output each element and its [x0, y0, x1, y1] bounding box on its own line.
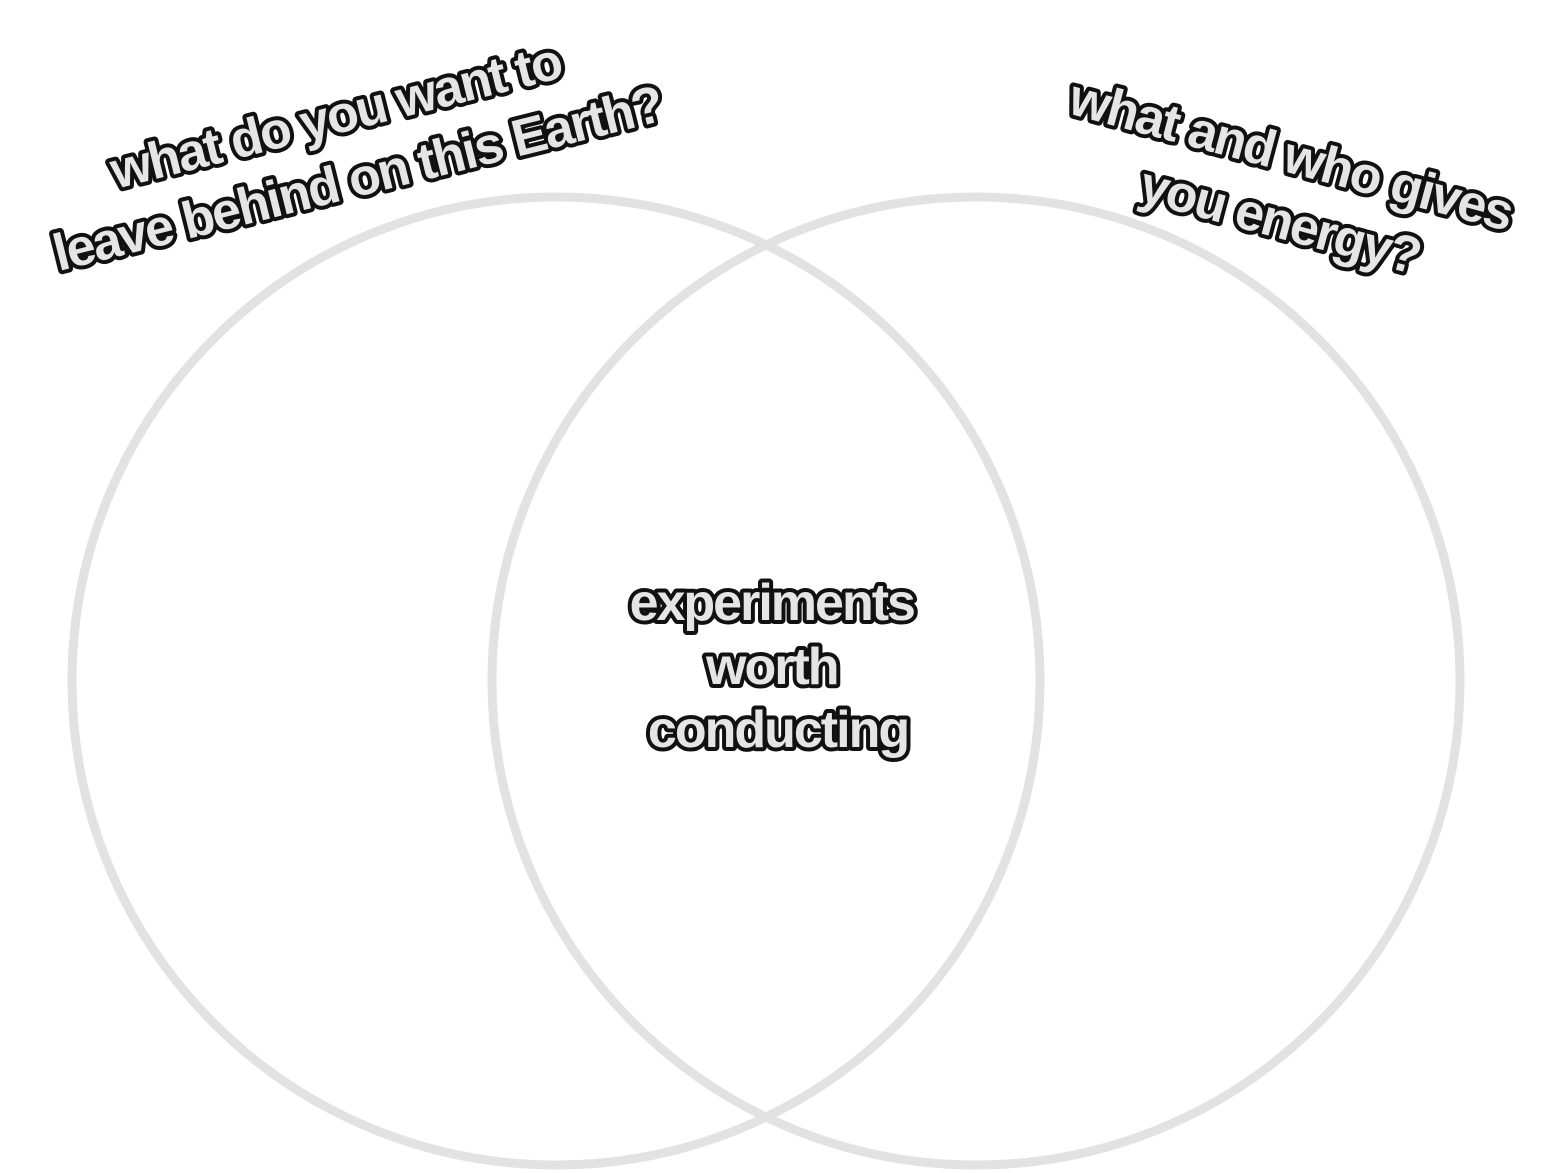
- intersection-label-line-2: worth: [705, 638, 838, 696]
- intersection-label: experiments worth conducting: [630, 574, 927, 759]
- intersection-label-line-1: experiments: [630, 574, 914, 632]
- left-circle: [67, 192, 1045, 1170]
- right-circle: [487, 192, 1465, 1170]
- right-circle-label: what and who gives you energy?: [1045, 68, 1530, 309]
- intersection-label-line-3: conducting: [648, 701, 908, 759]
